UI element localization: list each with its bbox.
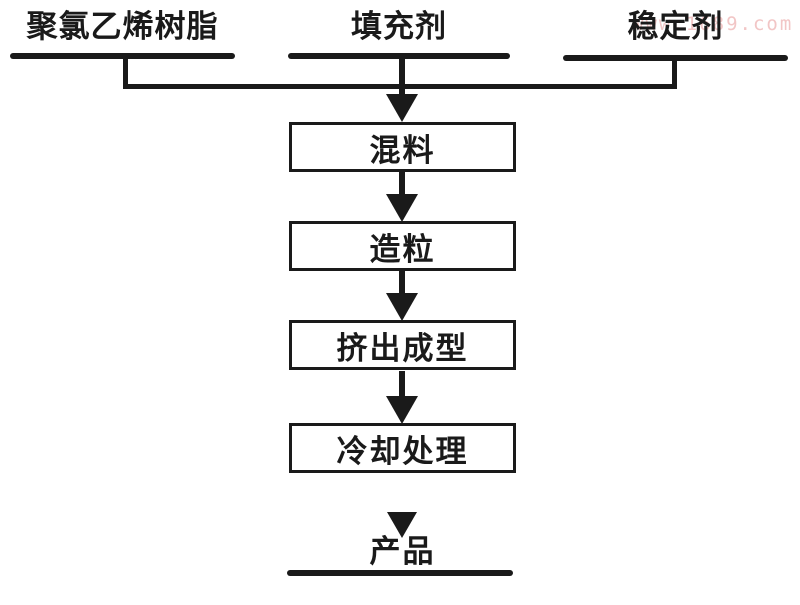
output-underline	[287, 570, 513, 576]
output-label: 产品	[369, 534, 436, 569]
feed-arrowhead-icon	[386, 94, 418, 122]
process-box-mixing: 混料	[289, 122, 516, 172]
connector-right-drop	[672, 57, 677, 89]
input-underline-pvc-resin	[10, 53, 235, 59]
process-box-cooling: 冷却处理	[289, 423, 516, 473]
process-box-mixing-label: 混料	[369, 132, 436, 168]
arrowhead-2-icon	[386, 293, 418, 321]
input-label-stabilizer: 稳定剂	[627, 9, 724, 44]
arrowhead-1-icon	[386, 194, 418, 222]
arrow-shaft-2	[399, 270, 405, 296]
process-box-cooling-label: 冷却处理	[336, 433, 469, 469]
watermark-text: www.1689.com	[632, 13, 794, 35]
process-box-granulation-label: 造粒	[369, 231, 436, 267]
output-arrowhead-icon	[387, 512, 417, 538]
input-label-pvc-resin: 聚氯乙烯树脂	[26, 9, 219, 44]
feed-arrow-shaft	[399, 56, 405, 98]
process-box-extrusion-label: 挤出成型	[336, 330, 469, 366]
arrow-shaft-1	[399, 171, 405, 197]
input-label-filler: 填充剂	[351, 9, 447, 44]
process-box-extrusion: 挤出成型	[289, 320, 516, 370]
process-box-granulation: 造粒	[289, 221, 516, 271]
arrow-shaft-3	[399, 371, 405, 398]
connector-left-drop	[123, 55, 128, 88]
arrowhead-3-icon	[386, 396, 418, 424]
